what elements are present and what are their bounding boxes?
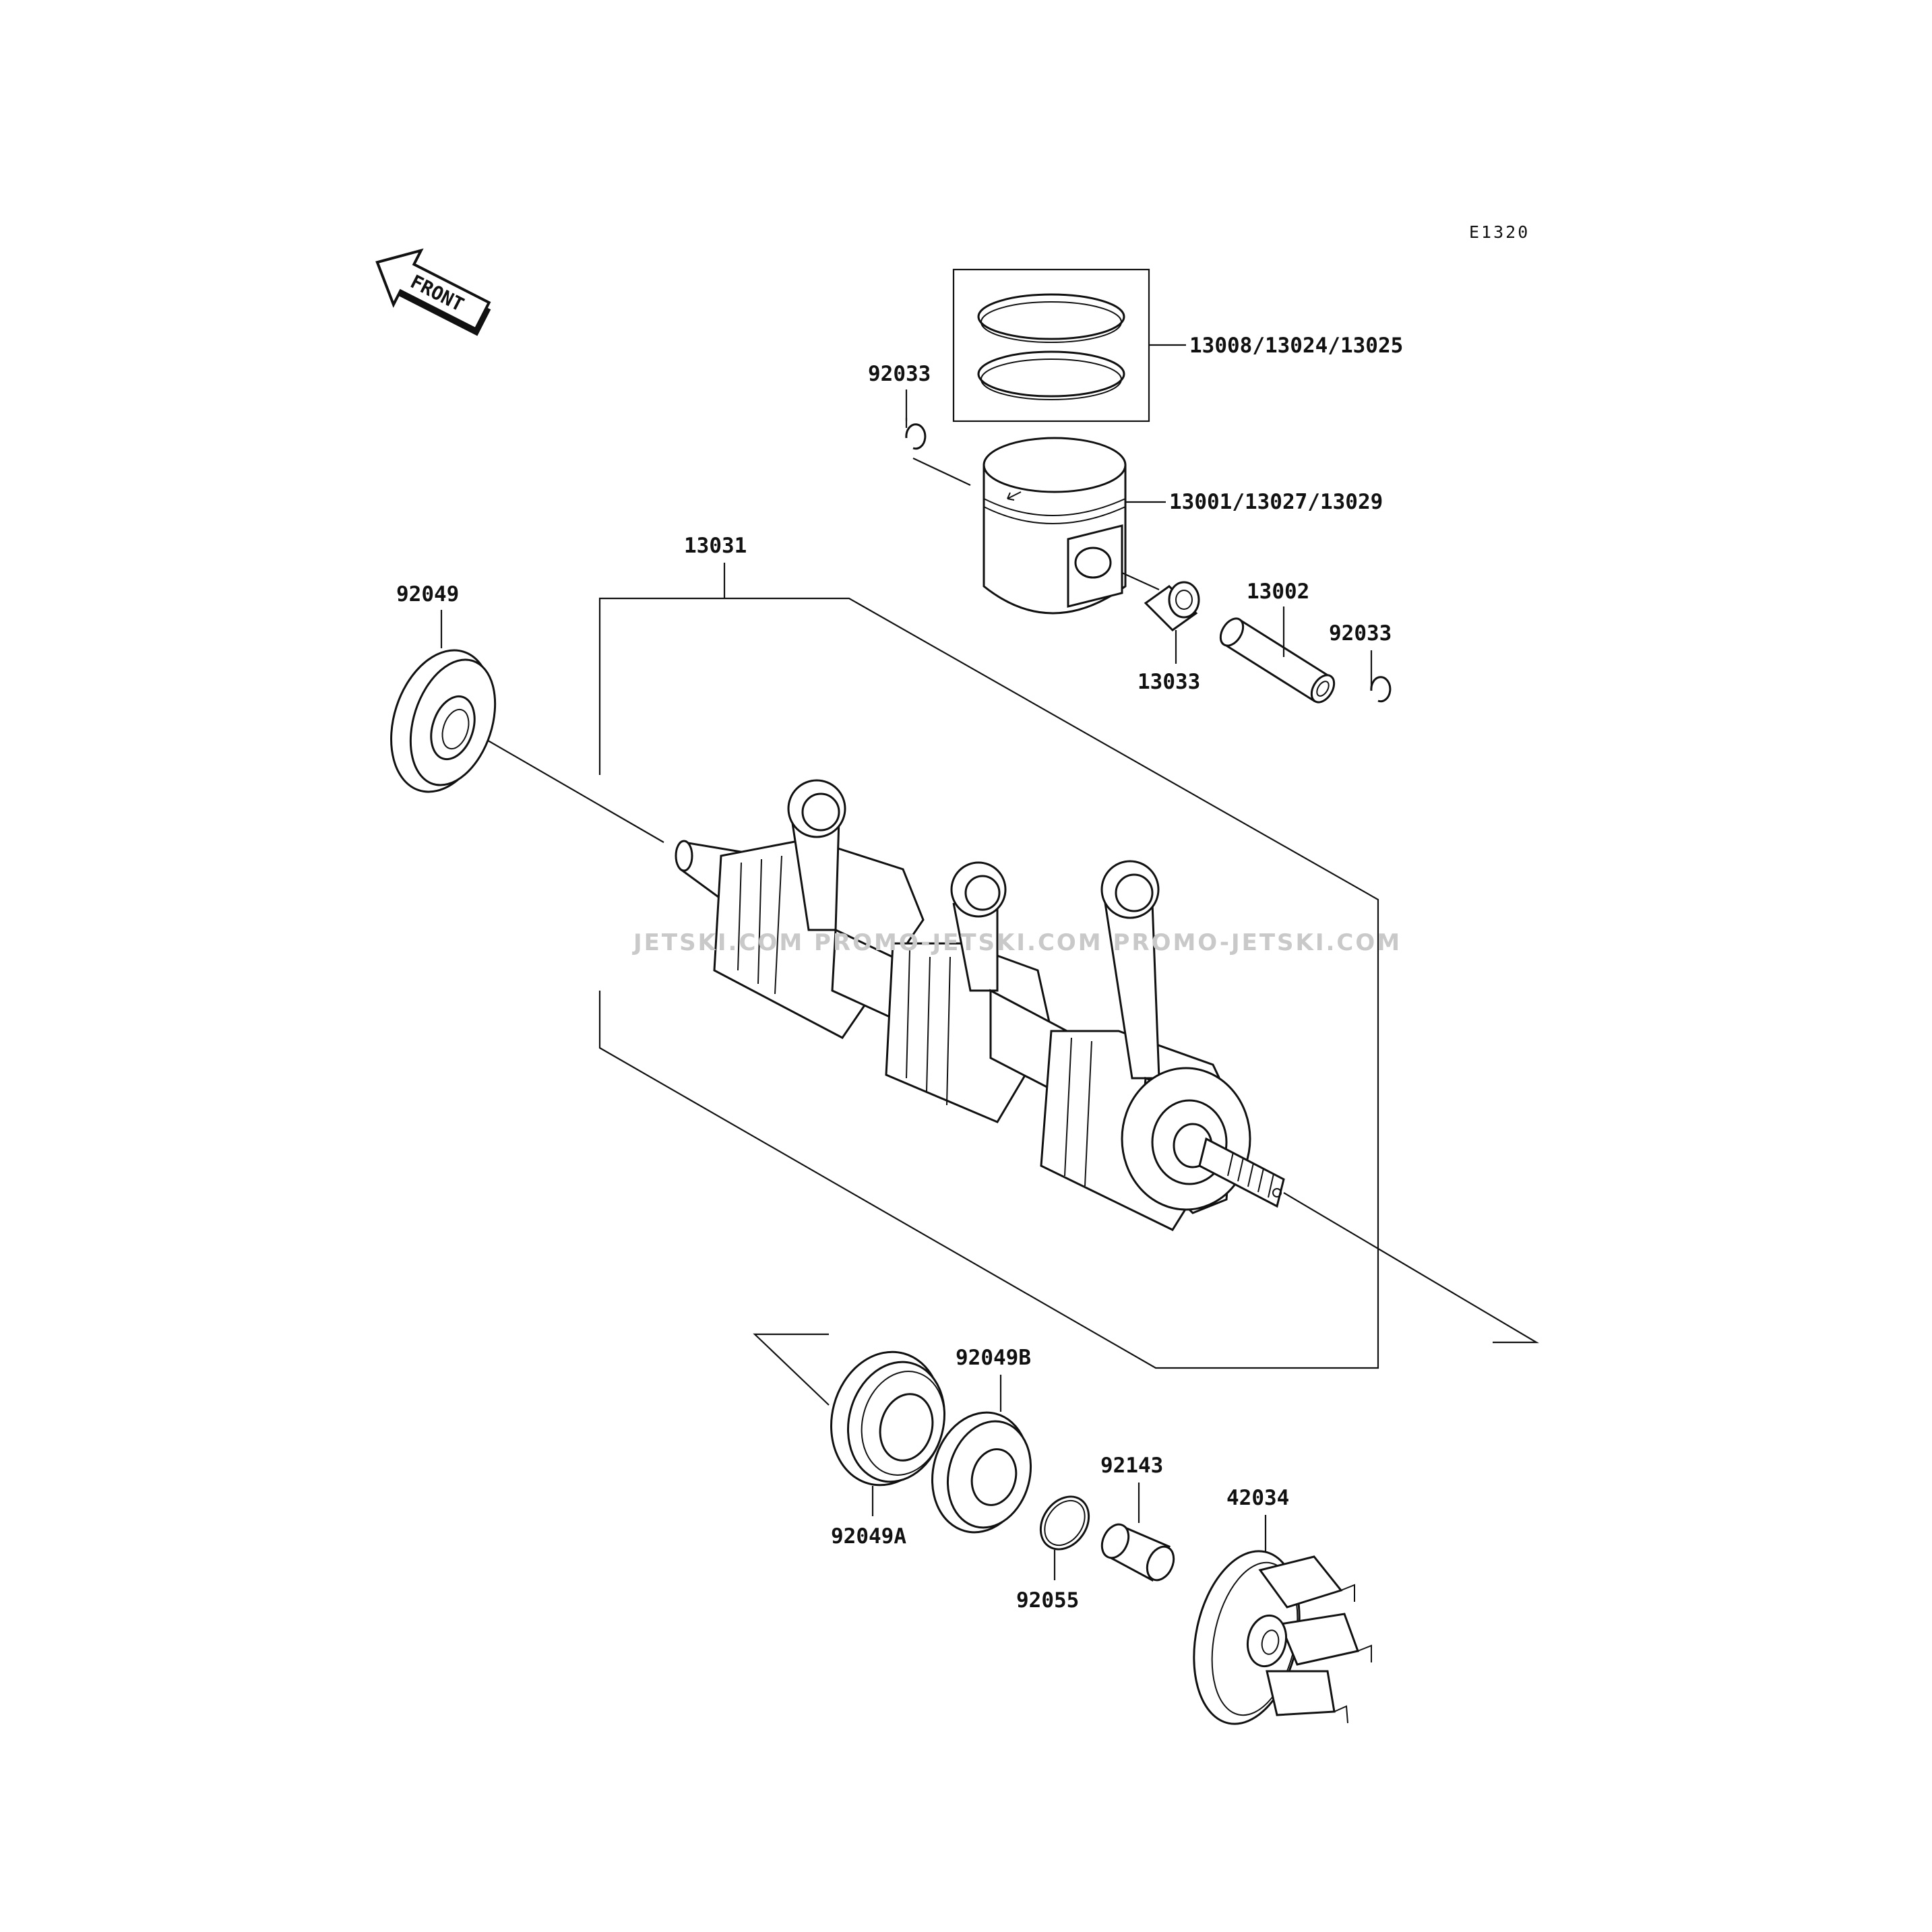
oil-seal-a-callout: 92049A <box>831 1524 906 1549</box>
needle-bearing-callout: 13033 <box>1138 670 1200 694</box>
oil-seal-a-part[interactable] <box>817 1340 958 1516</box>
circlip-left-part[interactable] <box>905 418 971 486</box>
circlip-right-callout: 92033 <box>1329 621 1392 646</box>
watermark: JETSKI.COM PROMO-JETSKI.COM PROMO-JETSKI… <box>632 929 1402 956</box>
oil-seal-b-part[interactable] <box>919 1375 1042 1543</box>
o-ring-callout: 92055 <box>1016 1588 1079 1613</box>
coupling-part[interactable] <box>1179 1515 1372 1734</box>
crankshaft-callout: 13031 <box>684 534 747 558</box>
collar-part[interactable] <box>1097 1483 1179 1584</box>
circlip-left-callout: 92033 <box>868 362 931 386</box>
piston-callout: 13001/13027/13029 <box>1169 490 1383 514</box>
circlip-right-part[interactable] <box>1370 650 1392 703</box>
diagram-code: E1320 <box>1469 222 1530 242</box>
oil-seal-left-part[interactable] <box>374 610 510 805</box>
coupling-callout: 42034 <box>1226 1486 1289 1510</box>
o-ring-part[interactable] <box>1031 1487 1099 1580</box>
front-arrow-icon: FRONT <box>375 248 491 336</box>
crankshaft-part[interactable] <box>471 730 1540 1344</box>
collar-callout: 92143 <box>1100 1454 1163 1478</box>
oil-seal-b-callout: 92049B <box>956 1346 1031 1370</box>
needle-bearing-part[interactable] <box>1121 571 1200 664</box>
piston-part[interactable] <box>983 437 1166 615</box>
piston-rings-part[interactable] <box>952 268 1186 423</box>
oil-seal-left-callout: 92049 <box>396 582 459 606</box>
piston-pin-callout: 13002 <box>1247 580 1309 604</box>
piston-pin-part[interactable] <box>1216 606 1338 706</box>
crankshaft-assembly-frame <box>598 563 1379 1369</box>
rings-callout: 13008/13024/13025 <box>1189 334 1403 358</box>
